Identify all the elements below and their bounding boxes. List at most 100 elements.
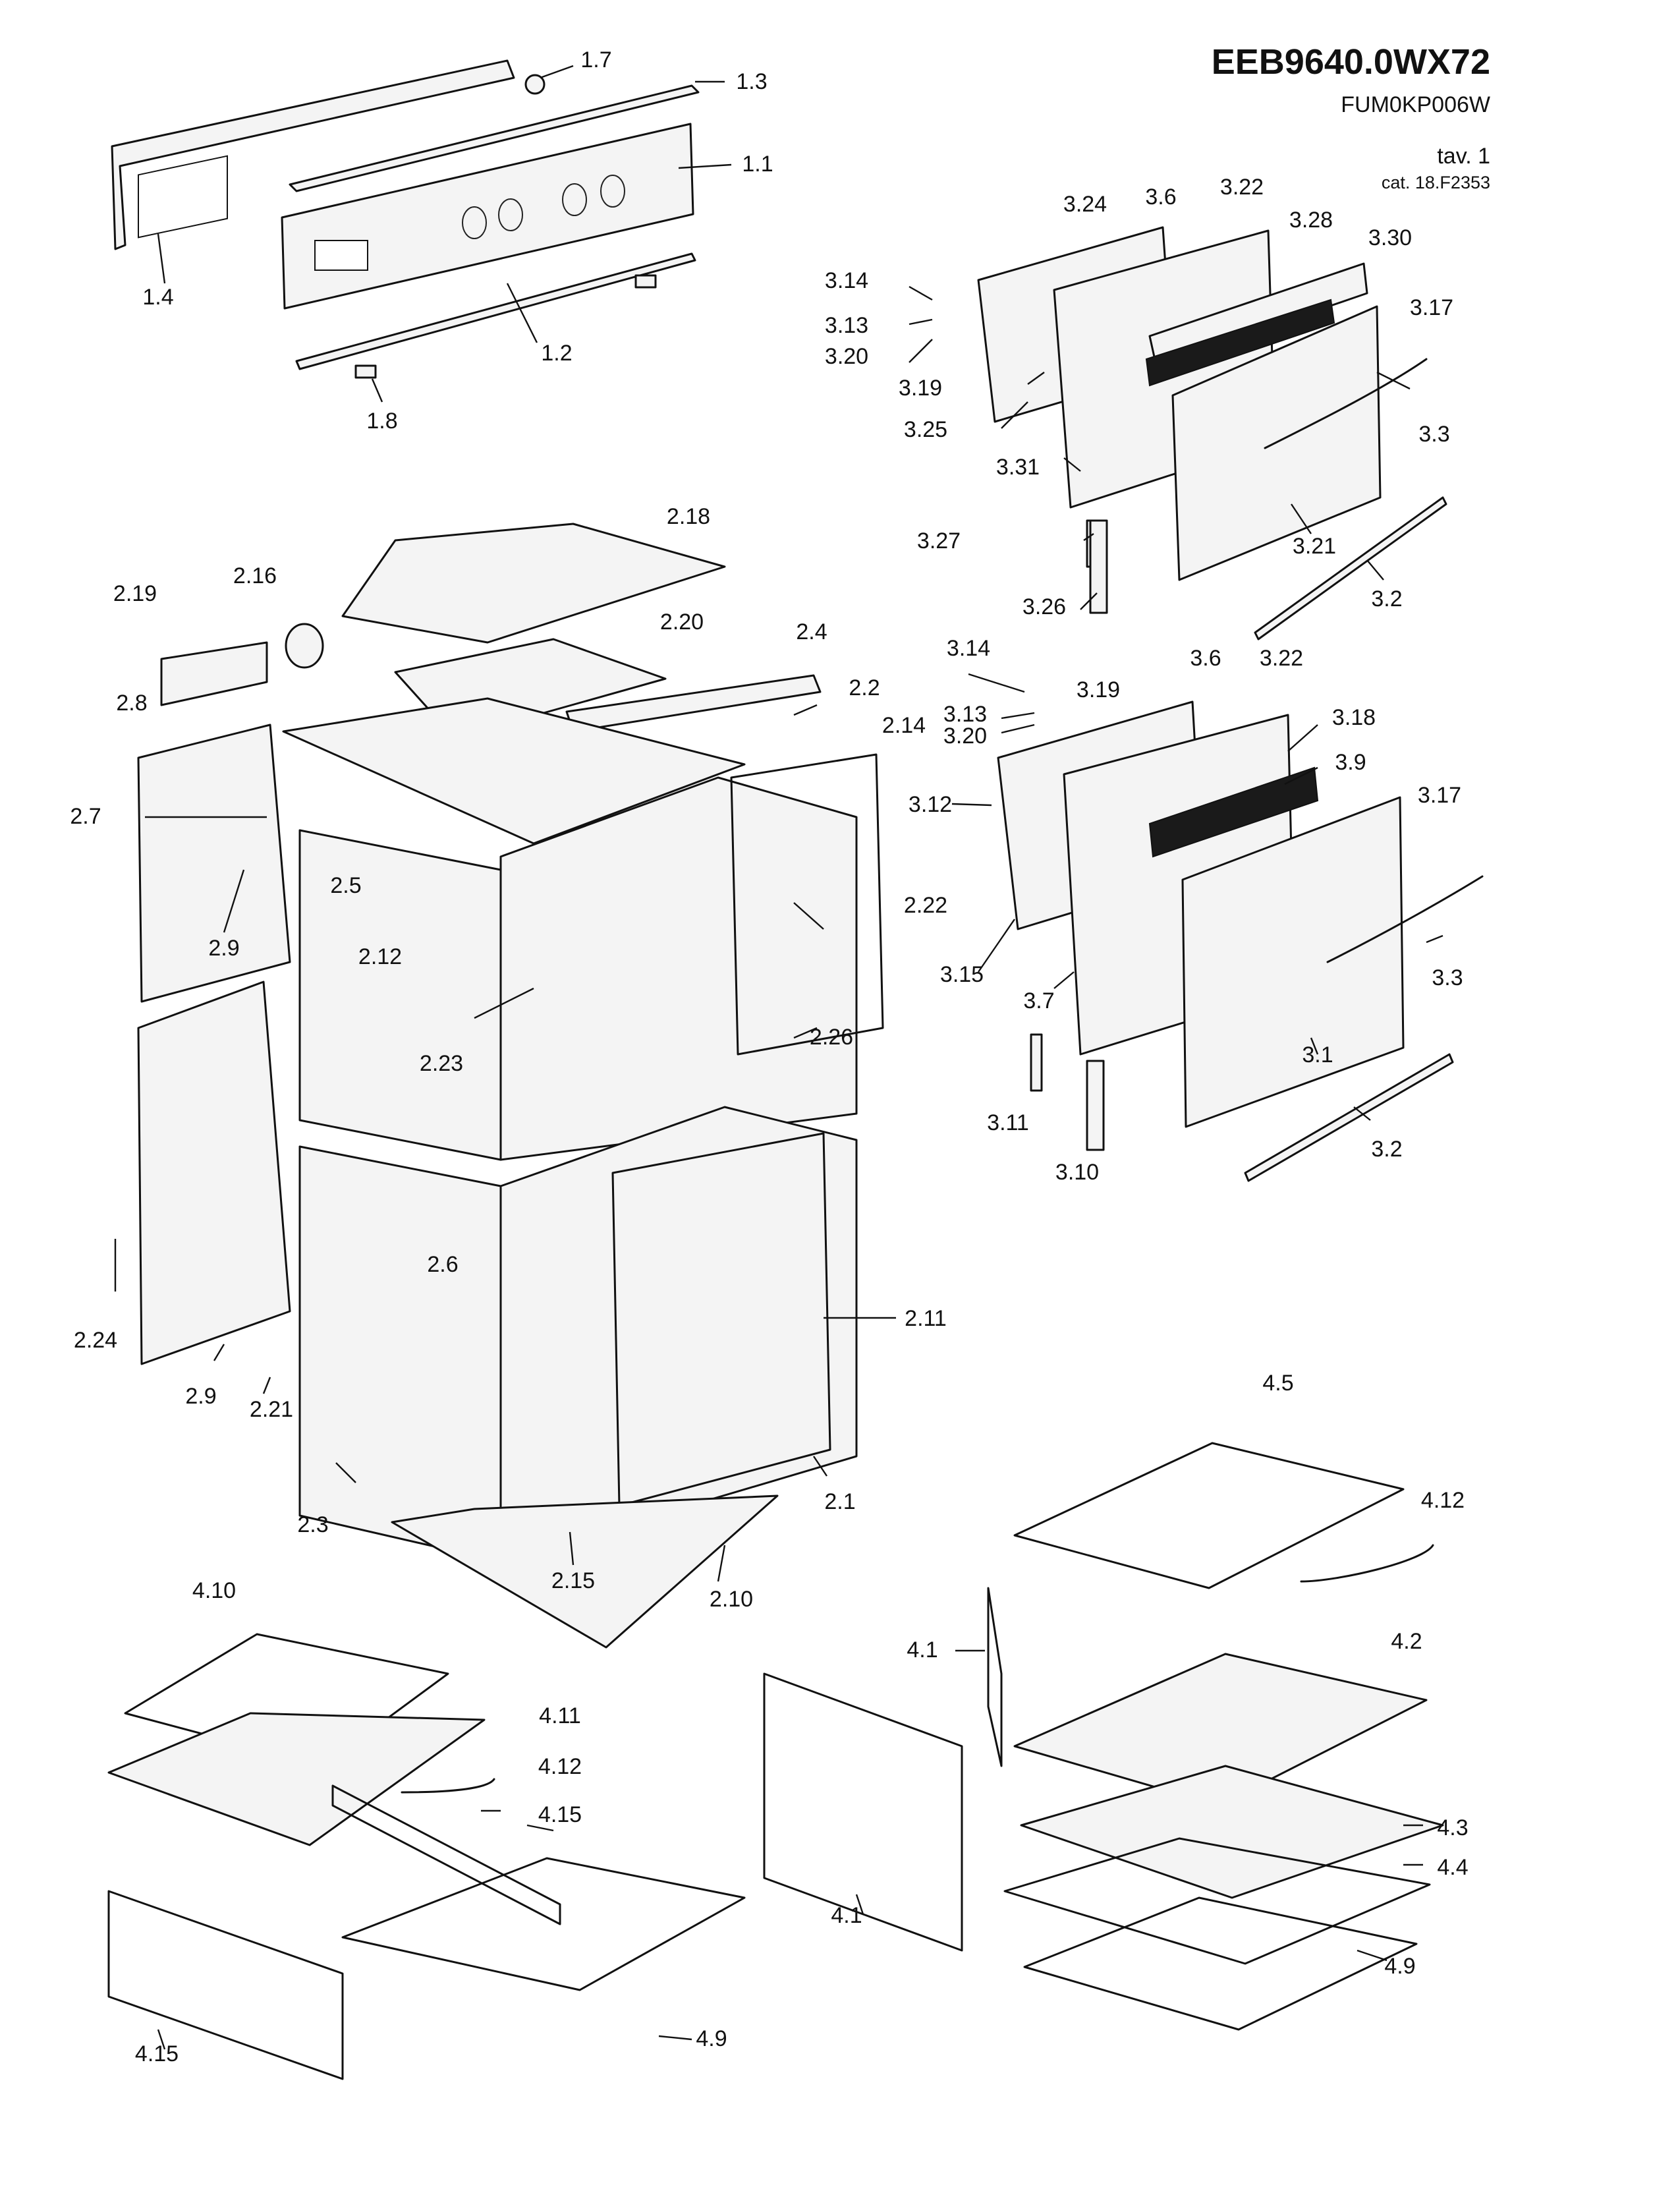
- label-2-11: 2.11: [905, 1306, 947, 1331]
- label-2-19: 2.19: [113, 581, 157, 606]
- label-4-12: 4.12: [1421, 1488, 1465, 1513]
- front-control-panel: [281, 123, 694, 310]
- bottom-plate-2-10: [391, 1494, 779, 1649]
- display-window: [314, 240, 368, 271]
- accessories-group: [107, 1442, 1444, 2080]
- callout-labels: 1.7 1.3 1.1 1.4 1.2 1.8 3.24 3.6 3.22 3.…: [70, 47, 1468, 2066]
- label-2-21: 2.21: [250, 1397, 293, 1422]
- label-3-15: 3.15: [940, 962, 984, 987]
- label-4-9-b: 4.9: [696, 2026, 727, 2051]
- panel-back-frame: [111, 59, 515, 250]
- leader-lines: [114, 65, 1443, 2050]
- label-2-6: 2.6: [427, 1252, 458, 1277]
- side-rail-4-15-b: [107, 1890, 344, 2080]
- label-2-10: 2.10: [710, 1587, 753, 1612]
- label-3-13-b: 3.13: [943, 702, 987, 727]
- insulation-3-30: [1145, 298, 1335, 387]
- label-2-22: 2.22: [904, 893, 947, 918]
- label-1-3: 1.3: [736, 69, 767, 94]
- knob-hole-1: [462, 206, 487, 239]
- wire-rack-4-5: [1013, 1442, 1405, 1589]
- side-rail-4-1: [987, 1587, 1003, 1767]
- label-4-2: 4.2: [1391, 1629, 1422, 1654]
- label-2-16: 2.16: [233, 563, 277, 588]
- label-3-26: 3.26: [1022, 594, 1066, 619]
- label-1-2: 1.2: [541, 341, 572, 366]
- label-3-24: 3.24: [1063, 192, 1107, 217]
- label-2-5: 2.5: [330, 873, 361, 898]
- clip-4-12: [1300, 1544, 1434, 1583]
- label-1-4: 1.4: [142, 285, 173, 310]
- label-1-1: 1.1: [742, 152, 773, 177]
- label-4-11: 4.11: [539, 1703, 581, 1728]
- label-3-27: 3.27: [917, 528, 961, 554]
- label-3-14: 3.14: [825, 268, 868, 293]
- label-2-23: 2.23: [420, 1051, 463, 1076]
- fan-motor-2-16: [285, 623, 324, 669]
- label-3-19: 3.19: [899, 376, 942, 401]
- label-2-7: 2.7: [70, 804, 101, 829]
- grid-4-9-b: [341, 1857, 746, 1991]
- label-2-24: 2.24: [74, 1328, 117, 1353]
- knob-1-7: [524, 74, 546, 95]
- frame-window: [138, 155, 228, 239]
- label-3-3-b: 3.3: [1432, 965, 1463, 990]
- bottom-rail: [295, 252, 696, 370]
- label-3-13: 3.13: [825, 313, 868, 338]
- label-3-6-b: 3.6: [1190, 646, 1221, 671]
- top-panel-2-5: [282, 697, 746, 845]
- label-3-3: 3.3: [1418, 422, 1449, 447]
- label-2-1: 2.1: [824, 1489, 855, 1514]
- label-4-1: 4.1: [907, 1637, 938, 1663]
- insulation-2-6: [298, 1145, 502, 1563]
- label-4-5: 4.5: [1262, 1371, 1293, 1396]
- grid-4-4: [1003, 1837, 1431, 1965]
- label-2-4: 2.4: [796, 619, 827, 644]
- side-panel-2-8: [137, 724, 291, 1003]
- label-4-4: 4.4: [1437, 1855, 1468, 1880]
- label-2-20: 2.20: [660, 610, 704, 635]
- label-2-9-b: 2.9: [185, 1384, 216, 1409]
- table-number: tav. 1: [1437, 144, 1490, 169]
- upper-door-group: [977, 226, 1447, 640]
- label-3-10: 3.10: [1055, 1160, 1099, 1185]
- knob-hole-3: [562, 183, 587, 216]
- label-2-2: 2.2: [849, 675, 880, 700]
- knob-hole-2: [498, 198, 523, 231]
- label-3-7: 3.7: [1023, 988, 1054, 1013]
- bracket-2-19: [160, 641, 268, 706]
- label-3-19-b: 3.19: [1077, 677, 1120, 702]
- product-code: FUM0KP006W: [1341, 92, 1490, 117]
- clip-4-12-b: [401, 1778, 495, 1794]
- label-3-11: 3.11: [987, 1110, 1029, 1135]
- label-4-15-b: 4.15: [135, 2041, 179, 2066]
- label-3-14-b: 3.14: [947, 636, 990, 661]
- label-2-3: 2.3: [297, 1512, 328, 1537]
- model-number: EEB9640.0WX72: [1212, 42, 1490, 82]
- label-4-10: 4.10: [192, 1578, 236, 1603]
- outer-glass-3-1: [1181, 796, 1405, 1128]
- label-3-12: 3.12: [909, 792, 952, 817]
- clip-1-8: [354, 364, 377, 379]
- label-3-18: 3.18: [1332, 705, 1376, 730]
- label-3-25: 3.25: [904, 417, 947, 442]
- grid-4-9: [1023, 1896, 1418, 2031]
- tray-4-2: [1013, 1653, 1428, 1807]
- label-3-22: 3.22: [1220, 175, 1264, 200]
- label-3-30: 3.30: [1368, 225, 1412, 250]
- side-panel-2-24: [137, 981, 291, 1365]
- door-trim-3-2: [1254, 496, 1447, 640]
- oven-cavity-group: [137, 523, 884, 1649]
- door-trim-3-2-lower: [1244, 1053, 1454, 1182]
- insulation-3-9: [1148, 766, 1319, 858]
- hinge-3-11: [1030, 1033, 1043, 1092]
- label-4-3: 4.3: [1437, 1815, 1468, 1840]
- knob-hole-4: [600, 175, 625, 208]
- catalog-number: cat. 18.F2353: [1382, 173, 1490, 192]
- label-2-14: 2.14: [882, 713, 926, 738]
- side-rail-4-15: [331, 1784, 561, 1925]
- label-1-8: 1.8: [366, 409, 397, 434]
- control-panel-group: [111, 59, 700, 379]
- label-4-12-b: 4.12: [538, 1754, 582, 1779]
